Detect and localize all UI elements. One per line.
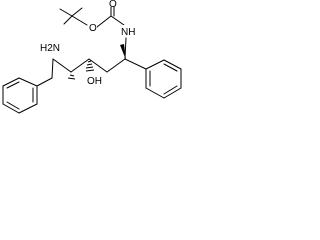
bond xyxy=(163,87,182,99)
atom-labels: O O NH H2N OH xyxy=(38,0,137,87)
carbonyl-oxygen-label: O xyxy=(109,0,117,10)
hydroxyl-label: OH xyxy=(87,76,102,87)
bond xyxy=(145,87,165,99)
bond xyxy=(163,85,178,95)
hashed-bond-nh2 xyxy=(67,74,76,80)
backbone-chain xyxy=(36,58,147,87)
bond xyxy=(124,58,147,70)
bond xyxy=(71,7,83,17)
bond xyxy=(71,15,88,26)
bond xyxy=(63,15,73,25)
bond xyxy=(2,77,20,87)
bond xyxy=(2,103,20,114)
bond xyxy=(6,101,20,110)
molecule-structure: O O NH H2N OH xyxy=(2,0,182,114)
hash-line xyxy=(85,69,95,72)
label-background xyxy=(38,40,60,54)
stereo-bonds xyxy=(67,44,126,80)
bond xyxy=(59,8,73,17)
wedge-bond xyxy=(120,44,126,60)
bond xyxy=(96,15,112,28)
bond xyxy=(18,103,38,114)
hash-line xyxy=(67,77,76,80)
phenyl-ring-right xyxy=(145,59,182,99)
bond xyxy=(36,77,53,87)
hash-line xyxy=(69,74,75,77)
bond xyxy=(106,58,126,73)
label-background xyxy=(88,22,97,33)
amino-group-label: H2N xyxy=(40,43,60,54)
bond xyxy=(52,58,72,73)
ester-oxygen-label: O xyxy=(89,23,97,34)
label-background xyxy=(108,0,117,7)
bond xyxy=(51,58,54,79)
hashed-bond-oh xyxy=(85,60,95,72)
hash-line xyxy=(86,63,93,66)
bond xyxy=(70,58,90,73)
carbamate-group xyxy=(96,3,127,59)
bond xyxy=(163,59,182,70)
bond xyxy=(6,81,20,89)
bond xyxy=(110,15,125,26)
bond xyxy=(88,58,108,73)
label-background xyxy=(86,74,106,87)
bond xyxy=(145,59,165,70)
phenyl-ring-left xyxy=(2,77,38,114)
bond xyxy=(18,77,38,87)
tert-butyl-group xyxy=(59,7,88,26)
hash-line xyxy=(85,66,94,69)
label-background xyxy=(119,25,137,37)
hash-line xyxy=(87,60,92,63)
nh-label: NH xyxy=(121,27,135,38)
bond xyxy=(163,63,178,72)
